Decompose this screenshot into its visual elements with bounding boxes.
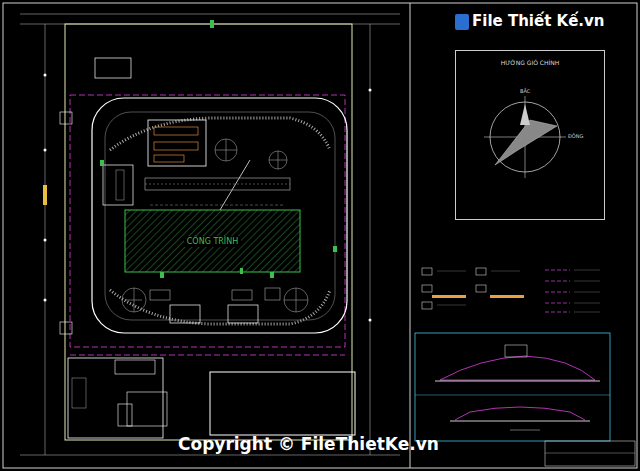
watermark: Copyright © FileThietKe.vn [178,434,439,454]
compass-label: BẮC [520,88,530,94]
watermark: File Thiết Kế.vn [472,12,605,30]
node-text: CÔNG TRÌNH [184,236,241,247]
compass-label: ĐÔNG [568,133,583,139]
building-area: CÔNG TRÌNH [125,210,300,272]
node-text: HƯỚNG GIÓ CHÍNH [501,59,560,66]
